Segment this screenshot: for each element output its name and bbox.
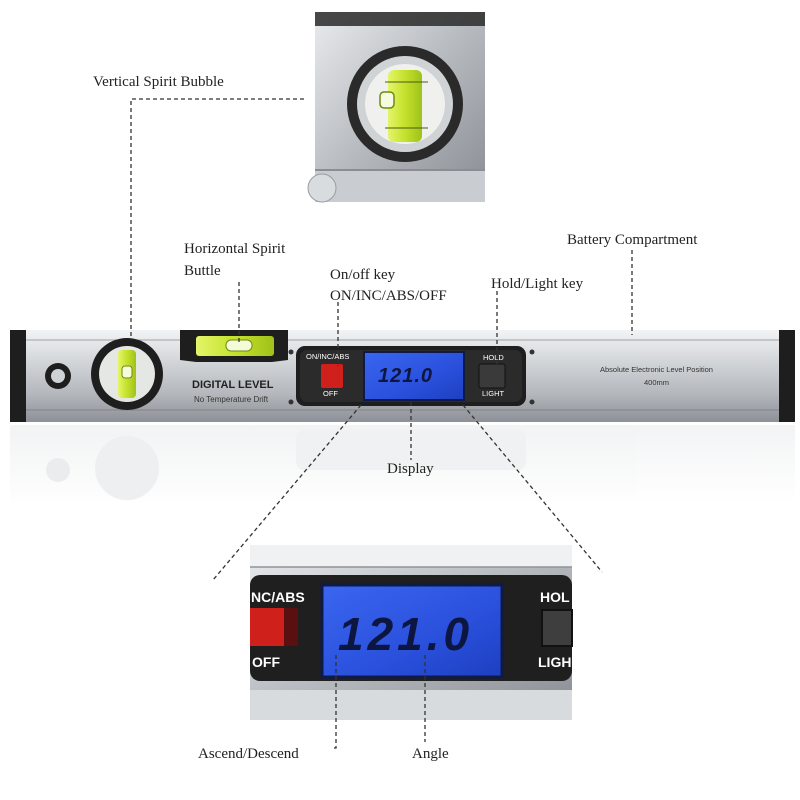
brand-title: DIGITAL LEVEL [192,379,274,391]
horizontal-bubble-callout-line2: Buttle [184,263,221,279]
zoom-lcd-reading: 121.0 [338,608,474,660]
zoom-light-text: LIGH [538,654,572,670]
onoff-callout-line2: ON/INC/ABS/OFF [330,288,447,304]
lcd-reading: 121.0 [378,365,434,387]
digital-level-body [10,330,795,422]
level-reflection [10,425,795,503]
zoom-onoff-bottom-text: OFF [252,654,280,670]
onoff-key-top-text: ON/INC/ABS [306,352,350,361]
hold-light-callout: Hold/Light key [491,276,584,292]
angle-callout: Angle [412,746,449,762]
level-spec-text: Absolute Electronic Level Position [600,365,713,374]
brand-subtitle: No Temperature Drift [194,395,269,404]
vertical-bubble-zoom-photo [307,12,485,203]
callout-lines [130,98,633,749]
hold-key-top-text: HOLD [483,353,504,362]
vertical-bubble-callout: Vertical Spirit Bubble [93,74,224,90]
display-callout: Display [387,461,434,477]
zoom-hold-text: HOL [540,589,570,605]
zoom-onoff-top-text: NC/ABS [251,589,305,605]
light-key-bottom-text: LIGHT [482,389,505,398]
display-zoom-photo [250,545,573,720]
level-size-text: 400mm [644,378,670,387]
onoff-callout-line1: On/off key [330,267,396,283]
horizontal-bubble-callout-line1: Horizontal Spirit [184,241,286,257]
onoff-key-bottom-text: OFF [323,389,338,398]
ascend-descend-callout: Ascend/Descend [198,746,299,762]
battery-callout: Battery Compartment [567,232,698,248]
